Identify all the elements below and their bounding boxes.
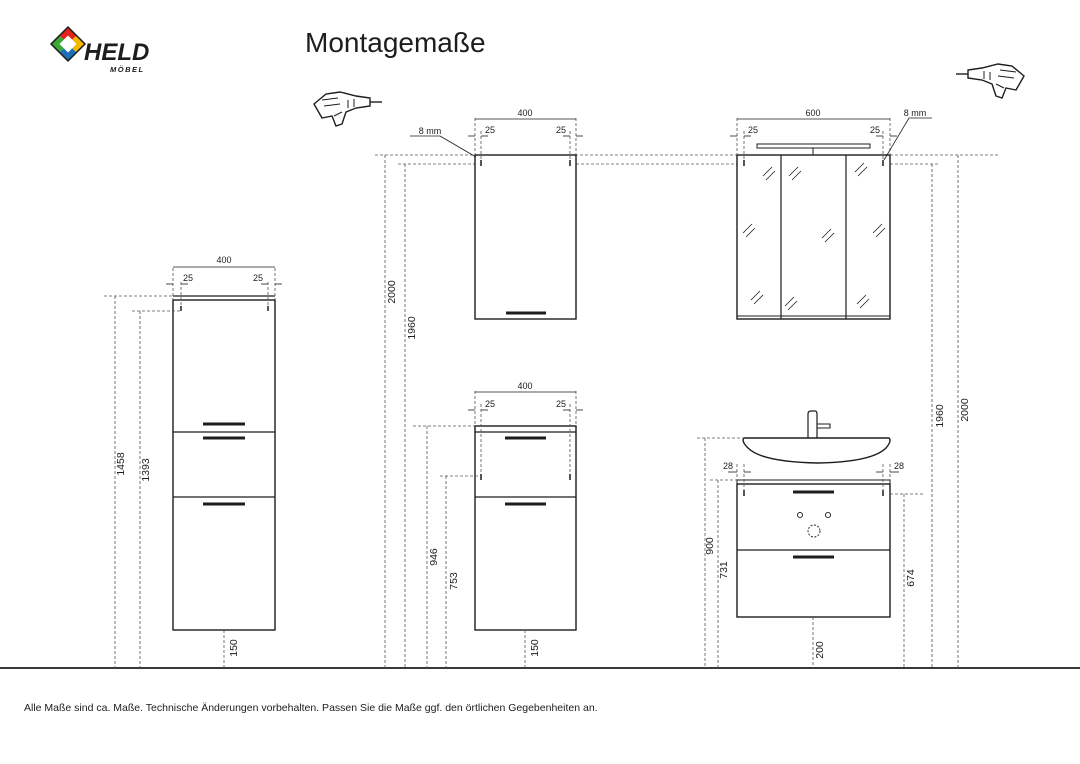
vanity-edge-right: 28 (894, 461, 904, 471)
vanity-edge-left: 28 (723, 461, 733, 471)
tall-cabinet (172, 295, 276, 631)
drill-icon (313, 91, 383, 127)
tall-cabinet-edge-left: 25 (183, 273, 193, 283)
base-cabinet-height-total: 946 (428, 548, 440, 566)
wall-cabinet (474, 154, 577, 320)
wall-height-total: 2000 (386, 280, 398, 304)
wall-height-holes-right: 1960 (934, 404, 946, 428)
mirror-cabinet (736, 143, 891, 320)
tall-cabinet-edge-right: 25 (253, 273, 263, 283)
wall-cabinet-drill-note: 8 mm (419, 126, 442, 136)
page-title: Montagemaße (305, 27, 486, 58)
vanity-height-top: 900 (704, 537, 716, 555)
tall-cabinet-height-total: 1458 (115, 452, 127, 476)
vanity-unit (736, 410, 891, 618)
wall-cabinet-width: 400 (517, 108, 532, 118)
mirror-cabinet-width: 600 (805, 108, 820, 118)
mirror-cabinet-edge-right: 25 (870, 125, 880, 135)
logo-sub: MÖBEL (110, 65, 145, 74)
tall-cabinet-width: 400 (216, 255, 231, 265)
wall-height-total-right: 2000 (959, 398, 971, 422)
held-moebel-logo: HELD MÖBEL (49, 25, 149, 74)
base-cabinet-floor-gap: 150 (529, 639, 541, 657)
footnote: Alle Maße sind ca. Maße. Technische Ände… (24, 702, 598, 714)
vanity-height-right: 674 (905, 569, 917, 587)
base-cabinet-edge-right: 25 (556, 399, 566, 409)
base-cabinet-width: 400 (517, 381, 532, 391)
logo-brand: HELD (84, 39, 149, 66)
wall-height-lines (375, 154, 1000, 668)
mirror-cabinet-edge-left: 25 (748, 125, 758, 135)
tall-cabinet-floor-gap: 150 (228, 639, 240, 657)
wall-height-holes: 1960 (406, 316, 418, 340)
tall-cabinet-dimensions (104, 268, 276, 668)
wall-cabinet-edge-right: 25 (556, 125, 566, 135)
mirror-cabinet-drill-note: 8 mm (904, 108, 927, 118)
base-cabinet-edge-left: 25 (485, 399, 495, 409)
vanity-height-holes: 731 (718, 561, 730, 579)
wall-cabinet-edge-left: 25 (485, 125, 495, 135)
drill-icon (955, 63, 1025, 99)
vanity-floor-gap: 200 (814, 641, 826, 659)
base-cabinet (474, 425, 577, 631)
base-cabinet-height-holes: 753 (448, 572, 460, 590)
tall-cabinet-height-holes: 1393 (140, 458, 152, 482)
